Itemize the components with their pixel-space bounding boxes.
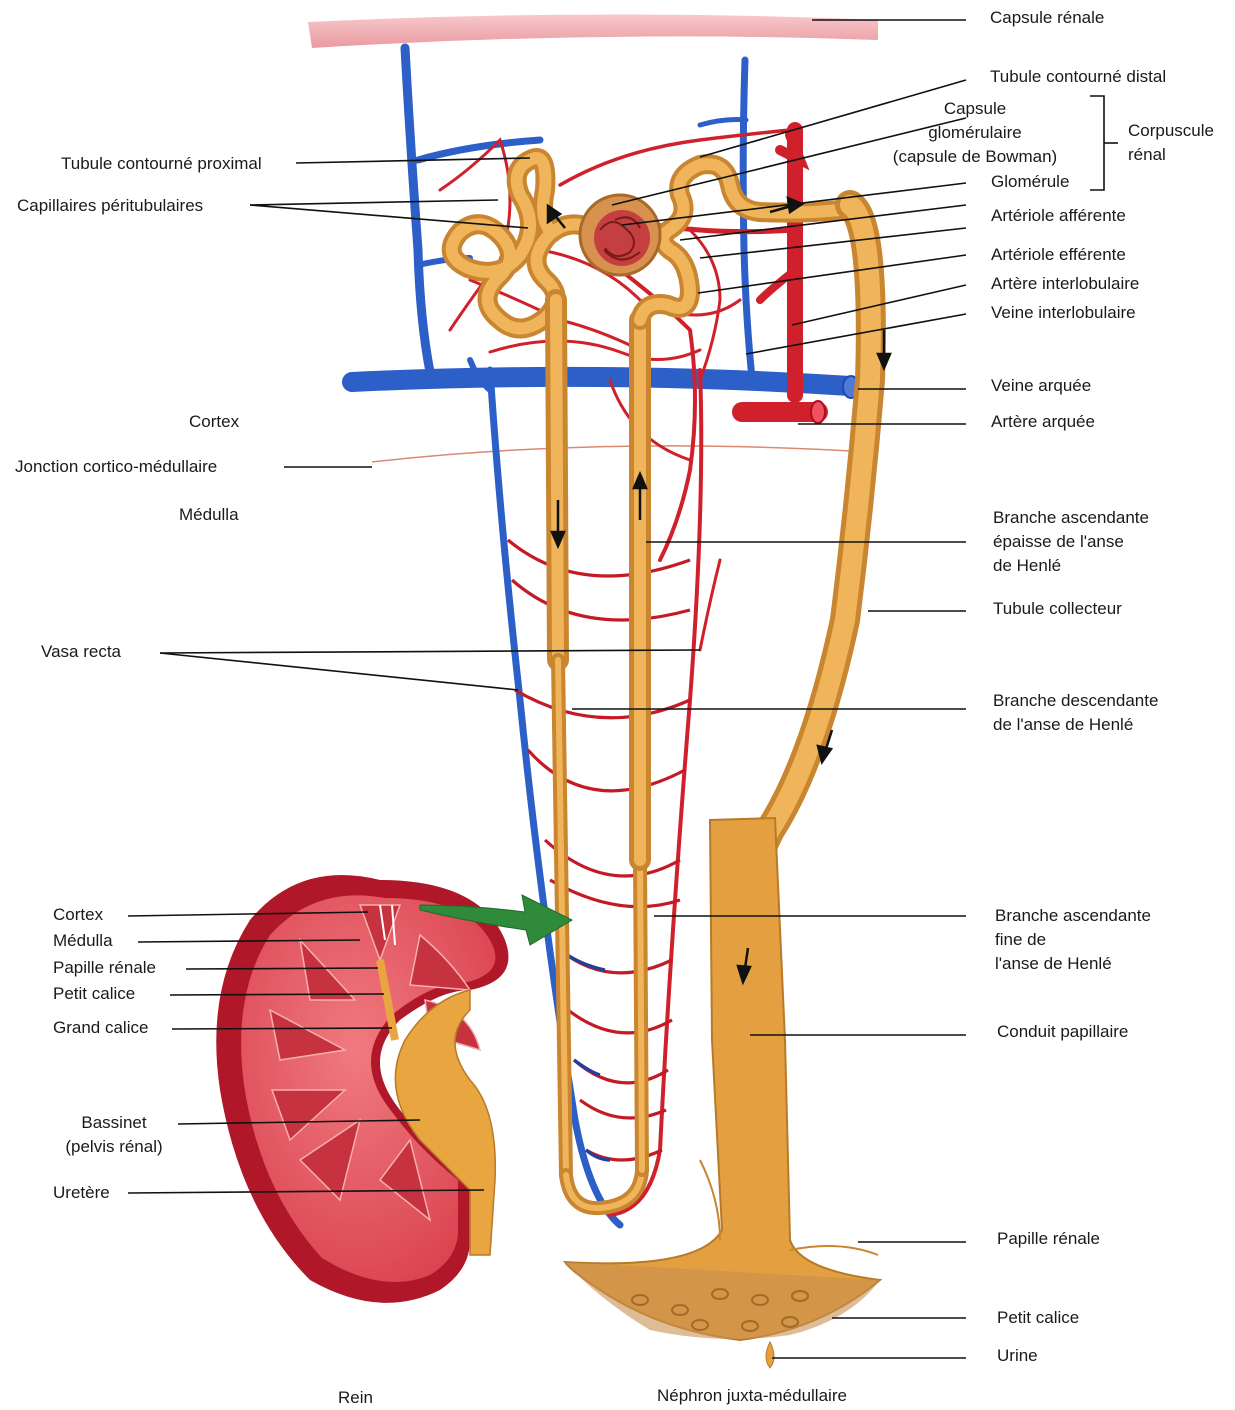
- caption-rein: Rein: [338, 1386, 373, 1410]
- label-jonction: Jonction cortico-médullaire: [15, 455, 217, 479]
- label-urine: Urine: [997, 1344, 1038, 1368]
- kidney-label-grand-calice: Grand calice: [53, 1016, 148, 1040]
- label-veine-arquee: Veine arquée: [991, 374, 1091, 398]
- label-corpuscule-renal: Corpuscule rénal: [1128, 119, 1214, 167]
- label-medulla-zone: Médulla: [179, 503, 239, 527]
- urine-drop: [766, 1342, 774, 1368]
- papillary-duct: [565, 818, 880, 1340]
- kidney-label-cortex: Cortex: [53, 903, 103, 927]
- label-branche-ascendante-fine: Branche ascendante fine de l'anse de Hen…: [995, 904, 1151, 976]
- label-cortex-zone: Cortex: [189, 410, 239, 434]
- label-tubule-proximal: Tubule contourné proximal: [61, 152, 262, 176]
- cortico-medullary-line: [372, 446, 868, 462]
- renal-capsule: [308, 14, 878, 48]
- label-conduit-papillaire: Conduit papillaire: [997, 1020, 1128, 1044]
- kidney-label-medulla: Médulla: [53, 929, 113, 953]
- kidney-label-bassinet: Bassinet (pelvis rénal): [44, 1111, 184, 1159]
- label-artere-arquee: Artère arquée: [991, 410, 1095, 434]
- label-petit-calice: Petit calice: [997, 1306, 1079, 1330]
- label-capsule-renale: Capsule rénale: [990, 6, 1104, 30]
- kidney-label-papille: Papille rénale: [53, 956, 156, 980]
- calyx-curve-right: [790, 1246, 878, 1255]
- label-tubule-distal: Tubule contourné distal: [990, 65, 1166, 89]
- label-artere-interlobulaire: Artère interlobulaire: [991, 272, 1139, 296]
- label-capillaires-peritubulaires: Capillaires péritubulaires: [17, 194, 203, 218]
- kidney-label-petit-calice: Petit calice: [53, 982, 135, 1006]
- label-papille-renale: Papille rénale: [997, 1227, 1100, 1251]
- label-veine-interlobulaire: Veine interlobulaire: [991, 301, 1136, 325]
- caption-nephron: Néphron juxta-médullaire: [657, 1384, 847, 1408]
- label-arteriole-afferente: Artériole afférente: [991, 204, 1126, 228]
- label-capsule-glomerulaire: Capsule glomérulaire (capsule de Bowman): [872, 97, 1078, 169]
- tubule-system: [452, 158, 871, 1208]
- label-branche-ascendante-epaisse: Branche ascendante épaisse de l'anse de …: [993, 506, 1149, 578]
- calyx-curve-left: [700, 1160, 720, 1240]
- label-glomerule: Glomérule: [991, 170, 1069, 194]
- kidney-label-uretere: Uretère: [53, 1181, 110, 1205]
- label-tubule-collecteur: Tubule collecteur: [993, 597, 1122, 621]
- label-arteriole-efferente: Artériole efférente: [991, 243, 1126, 267]
- label-vasa-recta: Vasa recta: [41, 640, 121, 664]
- label-branche-descendante: Branche descendante de l'anse de Henlé: [993, 689, 1158, 737]
- kidney-cross-section: [216, 875, 508, 1303]
